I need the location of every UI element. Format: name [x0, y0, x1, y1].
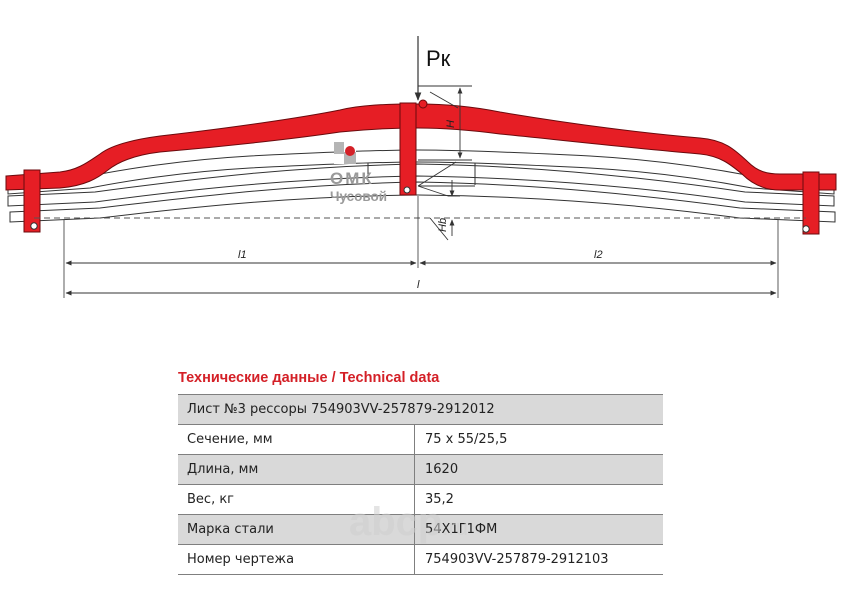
right-eye-bolt [802, 225, 810, 233]
main-leaf [5, 103, 837, 191]
h-dimension [417, 85, 472, 187]
center-clamp [399, 99, 428, 196]
l-label: l [417, 279, 420, 291]
left-clamp [23, 169, 41, 233]
technical-data-title: Технические данные / Technical data [178, 370, 440, 386]
leaf-2 [7, 149, 835, 195]
table-row: Длина, мм 1620 [178, 454, 663, 485]
l1-label: l1 [238, 249, 247, 261]
hb-label: Hb [437, 218, 449, 232]
center-bolt-head [418, 99, 428, 109]
omk-logo-icon [334, 142, 356, 164]
table-row: Сечение, мм 75 х 55/25,5 [178, 424, 663, 455]
row-value: 35,2 [414, 484, 663, 515]
extension-lines [63, 196, 779, 298]
abcp-watermark: abcp.ru [349, 500, 468, 545]
row-label: Вес, кг [178, 484, 415, 515]
row-value: 75 х 55/25,5 [414, 424, 663, 455]
row-label: Марка стали [178, 514, 415, 545]
omk-logo-city: Чусовой [330, 189, 387, 204]
leaf-3 [7, 163, 835, 207]
row-label: Длина, мм [178, 454, 415, 485]
row-value: 1620 [414, 454, 663, 485]
leaf-spring-drawing: Pк H Hb l1 l2 l ОМК Чу [5, 36, 837, 298]
leaf-4 [9, 181, 836, 223]
left-eye-bolt [30, 222, 38, 230]
row-value: 754903VV-257879-2912103 [414, 544, 663, 575]
lower-leaves [7, 149, 836, 223]
right-clamp [802, 171, 820, 235]
center-detail-lines [367, 163, 476, 187]
table-row: Номер чертежа 754903VV-257879-2912103 [178, 544, 663, 575]
load-label: Pк [426, 46, 451, 71]
omk-logo: ОМК Чусовой [330, 142, 387, 204]
center-bolt [403, 186, 411, 194]
row-label: Номер чертежа [178, 544, 415, 575]
watermark-main: abcp [349, 500, 443, 544]
table-row: Вес, кг 35,2 [178, 484, 663, 515]
hb-dimension [417, 180, 460, 241]
table-header-cell: Лист №3 рессоры 754903VV-257879-2912012 [178, 394, 663, 425]
technical-data-table: Лист №3 рессоры 754903VV-257879-2912012 … [178, 394, 663, 575]
table-row: Марка стали 54Х1Г1ФМ [178, 514, 663, 545]
row-label: Сечение, мм [178, 424, 415, 455]
h-label: H [445, 120, 457, 128]
l2-label: l2 [594, 249, 603, 261]
watermark-suffix: .ru [442, 515, 469, 540]
row-value: 54Х1Г1ФМ [414, 514, 663, 545]
omk-logo-name: ОМК [330, 169, 374, 188]
table-header-row: Лист №3 рессоры 754903VV-257879-2912012 [178, 394, 663, 425]
